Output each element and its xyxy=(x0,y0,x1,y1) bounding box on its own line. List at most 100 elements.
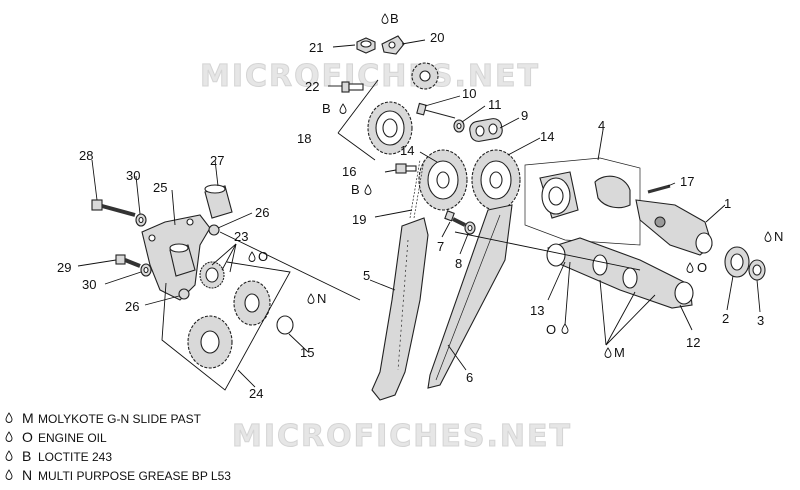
bolt-10 xyxy=(416,102,456,119)
cam-sprocket-14-right xyxy=(471,149,521,211)
legend-row-N: N MULTI PURPOSE GREASE BP L53 xyxy=(5,467,231,483)
camshaft-1 xyxy=(635,199,713,256)
callout-8: 8 xyxy=(455,256,462,271)
callout-29: 29 xyxy=(57,260,71,275)
lubricant-legend: M MOLYKOTE G-N SLIDE PAST O ENGINE OIL B… xyxy=(5,410,231,483)
callout-14-left: 14 xyxy=(400,143,414,158)
bolt-16 xyxy=(395,163,417,174)
chain-guide-6 xyxy=(427,204,513,389)
small-sprocket xyxy=(411,62,439,90)
lube-drop-O-12 xyxy=(686,262,694,273)
legend-row-O: O ENGINE OIL xyxy=(5,429,107,445)
callout-10: 10 xyxy=(462,86,476,101)
lube-code-O-12: O xyxy=(697,260,707,275)
watermark-top: MICROFICHES.NET xyxy=(200,59,540,94)
bolt-7 xyxy=(444,210,466,227)
group-outlines xyxy=(161,79,641,391)
callout-17: 17 xyxy=(680,174,694,189)
spacer-9 xyxy=(469,118,503,142)
washer-8 xyxy=(464,221,476,235)
spacer-27 xyxy=(204,184,233,219)
bolt-22 xyxy=(341,81,364,93)
callout-9: 9 xyxy=(521,108,528,123)
bush-26-lower xyxy=(178,288,190,300)
lube-drop-M-12 xyxy=(604,347,612,358)
callout-6: 6 xyxy=(466,370,473,385)
timing-chain-19 xyxy=(409,159,425,219)
callout-19: 19 xyxy=(352,212,366,227)
lube-code-N-15: N xyxy=(317,291,326,306)
nut-21 xyxy=(356,37,376,54)
callout-1: 1 xyxy=(724,196,731,211)
lube-code-B-16: B xyxy=(351,182,360,197)
lube-drop-B-22 xyxy=(339,103,347,114)
callout-14-right: 14 xyxy=(540,129,554,144)
leader-lines xyxy=(77,39,761,388)
washer-30-lower xyxy=(140,263,152,277)
shaft-23 xyxy=(169,243,196,277)
lube-code-N-3: N xyxy=(774,229,783,244)
legend-text-B: LOCTITE 243 xyxy=(38,450,112,464)
callout-12: 12 xyxy=(686,335,700,350)
gear-pair-24 xyxy=(187,280,271,369)
legend-code-M: M xyxy=(22,410,34,426)
lube-codes: B B B O N N O O M xyxy=(258,11,783,360)
callout-26-lower: 26 xyxy=(125,299,139,314)
callout-28: 28 xyxy=(79,148,93,163)
camshaft-12-13 xyxy=(546,237,694,309)
callout-30-lower: 30 xyxy=(82,277,96,292)
cam-sprocket-14-left xyxy=(418,149,468,211)
callout-11: 11 xyxy=(488,97,502,112)
circlip-15 xyxy=(276,315,294,335)
lube-code-O-23: O xyxy=(258,249,268,264)
lube-code-O-13: O xyxy=(546,322,556,337)
callout-20: 20 xyxy=(430,30,444,45)
callout-22: 22 xyxy=(305,79,319,94)
callout-numbers: 1 2 3 4 5 6 7 8 9 10 11 12 13 14 14 15 1… xyxy=(57,30,764,401)
lube-code-B-22: B xyxy=(322,101,331,116)
chain-tensioner-slider-5 xyxy=(371,217,429,401)
callout-26-upper: 26 xyxy=(255,205,269,220)
bolt-28 xyxy=(91,199,136,217)
legend-code-N: N xyxy=(22,467,32,483)
seal-3 xyxy=(748,259,766,281)
washer-11 xyxy=(453,119,465,133)
lube-drop-O-13 xyxy=(561,323,569,334)
bearing-2 xyxy=(724,246,750,278)
lube-drop-N-15 xyxy=(307,293,315,304)
callout-27: 27 xyxy=(210,153,224,168)
legend-text-M: MOLYKOTE G-N SLIDE PAST xyxy=(38,412,202,426)
callout-4: 4 xyxy=(598,118,605,133)
bolt-29 xyxy=(115,254,141,268)
legend-row-B: B LOCTITE 243 xyxy=(5,448,112,464)
callout-2: 2 xyxy=(722,311,729,326)
lube-code-M-12: M xyxy=(614,345,625,360)
lube-drop-O-23 xyxy=(248,251,256,262)
callout-16: 16 xyxy=(342,164,356,179)
needle-bearing-23 xyxy=(199,261,225,289)
callout-23: 23 xyxy=(234,229,248,244)
idler-gear-18 xyxy=(367,101,413,155)
lube-drop-B-16 xyxy=(364,184,372,195)
callout-30-upper: 30 xyxy=(126,168,140,183)
legend-row-M: M MOLYKOTE G-N SLIDE PAST xyxy=(5,410,202,426)
lube-code-B-top: B xyxy=(390,11,399,26)
callout-13: 13 xyxy=(530,303,544,318)
callout-18: 18 xyxy=(297,131,311,146)
cam-cover-box-4 xyxy=(524,157,641,246)
callout-25: 25 xyxy=(153,180,167,195)
callout-24: 24 xyxy=(249,386,263,401)
callout-15: 15 xyxy=(300,345,314,360)
callout-21: 21 xyxy=(309,40,323,55)
lube-drop-B-top xyxy=(381,13,389,24)
legend-text-O: ENGINE OIL xyxy=(38,431,107,445)
bush-26-upper xyxy=(208,224,220,236)
callout-3: 3 xyxy=(757,313,764,328)
legend-code-O: O xyxy=(22,429,33,445)
callout-5: 5 xyxy=(363,268,370,283)
callout-7: 7 xyxy=(437,239,444,254)
watermark-bottom: MICROFICHES.NET xyxy=(232,419,572,454)
legend-code-B: B xyxy=(22,448,31,464)
lube-drop-N-3 xyxy=(764,231,772,242)
